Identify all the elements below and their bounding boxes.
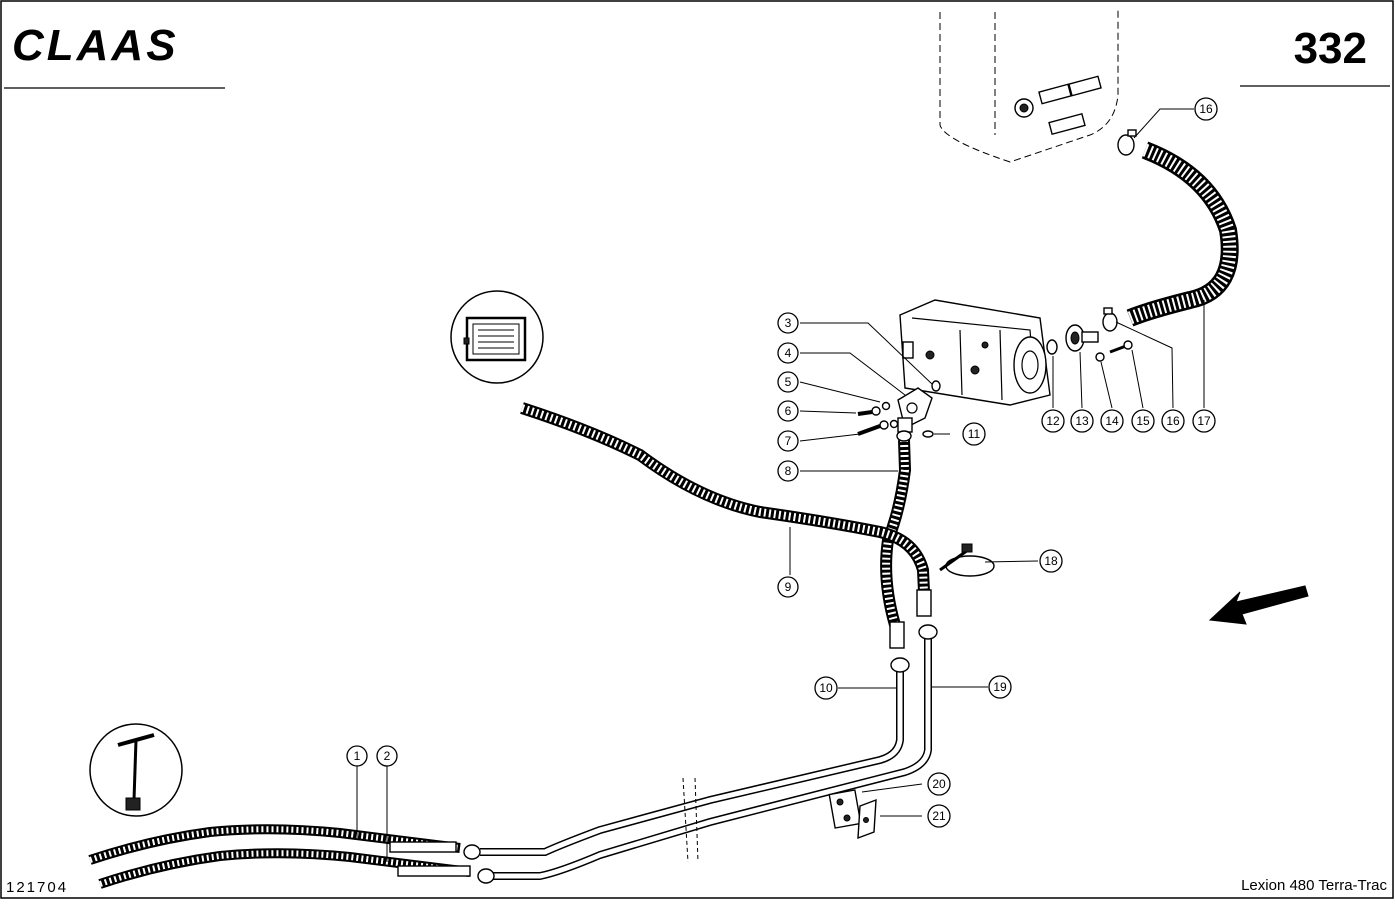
svg-text:15: 15 [1136, 414, 1150, 428]
brand-logo: CLAAS [12, 21, 179, 70]
pipe-10 [480, 657, 910, 856]
svg-text:20: 20 [932, 777, 946, 791]
callout-13: 13 [1070, 409, 1094, 433]
page-number: 332 [1294, 24, 1367, 73]
washer-14 [1095, 352, 1105, 362]
callout-14: 14 [1100, 409, 1124, 433]
callout-16: 16 [1161, 409, 1185, 433]
svg-text:9: 9 [785, 580, 792, 594]
bolt-15 [1109, 340, 1133, 354]
svg-text:12: 12 [1046, 414, 1060, 428]
o-ring-3 [931, 380, 941, 392]
callout-6: 6 [777, 400, 799, 422]
callout-2: 2 [376, 745, 398, 767]
bracket-20 [828, 789, 862, 829]
bolt-7 [857, 420, 889, 436]
svg-text:16: 16 [1199, 102, 1213, 116]
callout-9: 9 [777, 576, 799, 598]
engine-housing-outline [939, 10, 1119, 163]
svg-text:21: 21 [932, 809, 946, 823]
callout-1: 1 [346, 745, 368, 767]
tool-symbol [89, 723, 183, 817]
hose-17 [1126, 141, 1239, 327]
washers-5 [881, 401, 899, 429]
svg-text:18: 18 [1044, 554, 1058, 568]
callout-8: 8 [777, 460, 799, 482]
svg-text:16: 16 [1166, 414, 1180, 428]
hose-1 [88, 824, 481, 865]
callout-5: 5 [777, 371, 799, 393]
svg-text:10: 10 [819, 681, 833, 695]
callout-7: 7 [777, 430, 799, 452]
svg-text:17: 17 [1197, 414, 1211, 428]
callout-19: 19 [988, 675, 1012, 699]
o-ring-11 [922, 430, 934, 438]
o-ring-12 [1046, 339, 1058, 355]
callout-18: 18 [1039, 549, 1063, 573]
callout-15: 15 [1131, 409, 1155, 433]
svg-text:6: 6 [785, 404, 792, 418]
cable-tie-18 [939, 543, 995, 577]
svg-text:3: 3 [785, 316, 792, 330]
cooler-symbol [450, 290, 544, 384]
flange-13 [1065, 324, 1099, 352]
callout-4: 4 [777, 342, 799, 364]
svg-text:13: 13 [1075, 414, 1089, 428]
callout-12: 12 [1041, 409, 1065, 433]
callout-10: 10 [814, 676, 838, 700]
drawing-number: 121704 [6, 879, 68, 896]
svg-text:19: 19 [993, 680, 1007, 694]
hose-2 [98, 848, 495, 889]
svg-text:11: 11 [968, 427, 981, 441]
svg-text:4: 4 [785, 346, 792, 360]
svg-text:5: 5 [785, 375, 792, 389]
hose-clamp-lower [1102, 307, 1118, 332]
leader-lines [356, 108, 1205, 862]
bolt-6 [857, 406, 881, 416]
hose-clamp-top [1117, 129, 1137, 156]
callout-17: 17 [1192, 409, 1216, 433]
callout-11: 11 [962, 422, 986, 446]
callout-16-top: 16 [1194, 97, 1218, 121]
hose-9 [520, 402, 932, 617]
callout-20: 20 [927, 772, 951, 796]
direction-arrow [1208, 585, 1309, 625]
clip-21 [857, 798, 877, 840]
svg-text:8: 8 [785, 464, 792, 478]
callout-3: 3 [777, 312, 799, 334]
pipe-break-marks [682, 777, 699, 863]
svg-text:1: 1 [354, 749, 361, 763]
callout-21: 21 [927, 804, 951, 828]
svg-text:14: 14 [1105, 414, 1119, 428]
elbow-fitting-4 [897, 387, 933, 433]
model-name: Lexion 480 Terra-Trac [1241, 877, 1387, 894]
hydraulic-pump [899, 299, 1051, 406]
svg-text:2: 2 [384, 749, 391, 763]
svg-text:7: 7 [785, 434, 792, 448]
pipe-19 [490, 624, 938, 880]
